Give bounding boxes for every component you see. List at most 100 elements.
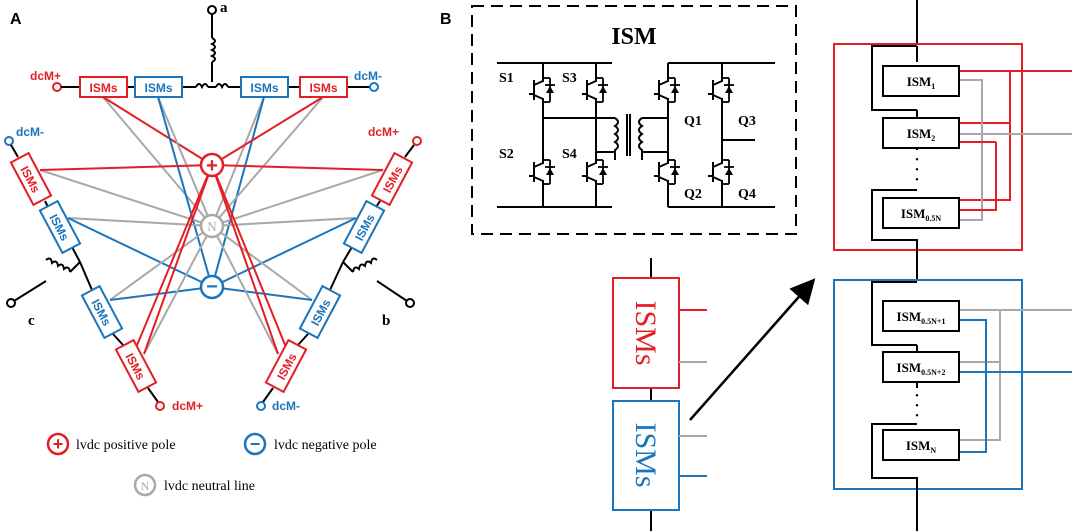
neutral-link-1 [157, 96, 213, 227]
pole-connection-lines [39, 96, 384, 363]
switch-label-q2: Q2 [684, 187, 702, 202]
svg-text:•: • [915, 175, 919, 186]
ism-module-upper-3: ISM0.5N [882, 197, 960, 229]
svg-text:ISMs: ISMs [144, 81, 172, 95]
negative-pole-node: − [199, 274, 225, 300]
svg-text:+: + [206, 155, 218, 177]
igbt-icon [708, 156, 734, 188]
igbt-icon [529, 74, 555, 106]
neutral-link-10 [211, 225, 313, 301]
zoom-ism-box-blue: ISMs [612, 400, 680, 511]
legend-positive-label: lvdc positive pole [76, 438, 176, 453]
zoom-ism-box-red: ISMs [612, 277, 680, 389]
negative-link-10 [211, 286, 313, 301]
negative-link-9 [211, 217, 357, 288]
left-dcm-minus-label: dcM- [16, 125, 44, 139]
svg-text:•: • [915, 165, 919, 176]
legend-negative-label: lvdc negative pole [274, 438, 377, 453]
neutral-link-4 [39, 169, 213, 227]
neutral-link-7 [143, 225, 213, 355]
ism-box-right-3: ISMs [298, 284, 342, 340]
igbt-switches [529, 74, 734, 188]
ism-circuit: ISM S1 S2 S3 S4 Q1 Q2 Q3 Q4 [471, 5, 797, 235]
legend-neutral-label: lvdc neutral line [164, 479, 255, 494]
svg-text:ISMs: ISMs [250, 81, 278, 95]
igbt-icon [529, 156, 555, 188]
svg-text:−: − [206, 276, 218, 298]
top-dcm-minus-label: dcM- [354, 69, 382, 83]
switch-label-s4: S4 [562, 147, 577, 162]
ism-box-right-1: ISMs [370, 151, 414, 207]
positive-link-11 [211, 164, 279, 355]
ism-module-lower-3: ISMN [882, 429, 960, 461]
right-dcm-plus-label: dcM+ [368, 125, 399, 139]
svg-text:+: + [53, 434, 64, 454]
zoom-arrow [689, 278, 816, 421]
positive-link-8 [211, 164, 384, 171]
ism-box-top-4: ISMs [299, 76, 348, 98]
positive-link-4 [39, 164, 213, 171]
svg-text:N: N [207, 219, 217, 234]
igbt-icon [654, 156, 680, 188]
ism-module-lower-1: ISM0.5N+1 [882, 300, 960, 332]
igbt-icon [582, 74, 608, 106]
neutral-link-8 [211, 169, 384, 227]
switch-label-s3: S3 [562, 71, 577, 86]
ism-stack-zoom: ISMs ISMs [612, 258, 707, 531]
positive-link-3 [211, 96, 324, 166]
neutral-link-6 [109, 225, 213, 301]
svg-text:ISMs: ISMs [309, 81, 337, 95]
phase-a-label: a [220, 0, 228, 16]
positive-cross-link-left [129, 164, 213, 363]
svg-text:ISM1: ISM1 [907, 74, 936, 91]
positive-link-0 [102, 96, 213, 166]
neutral-link-11 [211, 225, 279, 355]
ism-box-left-2: ISMs [38, 199, 82, 255]
negative-link-5 [67, 217, 213, 288]
lower-stack-frame [833, 279, 1023, 490]
neutral-link-2 [211, 96, 265, 227]
neutral-link-3 [211, 96, 324, 227]
ism-box-top-1: ISMs [79, 76, 128, 98]
switch-label-s1: S1 [499, 71, 514, 86]
neutral-link-0 [102, 96, 213, 227]
svg-text:−: − [250, 434, 261, 454]
upper-stack-frame [833, 43, 1023, 251]
ism-module-upper-2: ISM2 [882, 117, 960, 149]
switch-label-q3: Q3 [738, 114, 756, 129]
svg-text:ISMs: ISMs [89, 81, 117, 95]
ism-module-lower-2: ISM0.5N+2 [882, 351, 960, 383]
svg-text:ISM2: ISM2 [907, 126, 936, 143]
ism-box-right-4: ISMs [264, 338, 308, 394]
switch-label-q1: Q1 [684, 114, 702, 129]
legend-positive-icon: + [46, 432, 70, 456]
negative-link-6 [109, 286, 213, 301]
positive-pole-node: + [199, 152, 225, 178]
top-arm: dcM+ dcM- [30, 69, 382, 92]
right-arm: dcM+ dcM- [256, 125, 422, 413]
igbt-icon [708, 74, 734, 106]
right-dcm-minus-label: dcM- [272, 399, 300, 413]
svg-text:ISMN: ISMN [906, 438, 937, 455]
legend: + lvdc positive pole − lvdc negative pol… [46, 432, 377, 497]
upper-stack-dots: • [915, 155, 919, 166]
panel-b-label: B [440, 11, 452, 28]
phase-a-branch: a [207, 0, 228, 82]
legend-negative-icon: − [243, 432, 267, 456]
panel-a-label: A [10, 11, 22, 28]
negative-link-1 [157, 96, 213, 288]
lower-stack-dots: • [915, 391, 919, 402]
ism-detail-stacks: • • • • • • ISM1ISM2ISM0.5NISM0.5N+1ISM0… [833, 0, 1072, 531]
left-dcm-plus-label: dcM+ [172, 399, 203, 413]
switch-label-s2: S2 [499, 147, 514, 162]
phase-b-label: b [382, 313, 390, 329]
ism-box-top-2: ISMs [134, 76, 183, 98]
ism-box-right-2: ISMs [342, 199, 386, 255]
left-arm: dcM- dcM+ [4, 125, 203, 413]
ism-module-upper-1: ISM1 [882, 65, 960, 97]
igbt-icon [654, 74, 680, 106]
positive-link-7 [143, 164, 213, 355]
positive-cross-link-right [211, 164, 293, 363]
svg-text:•: • [915, 411, 919, 422]
legend-neutral-icon: N [133, 473, 157, 497]
